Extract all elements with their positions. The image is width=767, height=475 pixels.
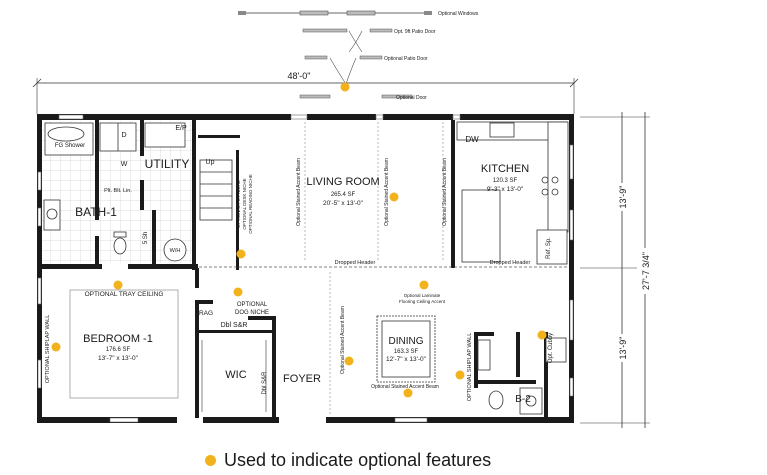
accent-beams: [304, 122, 444, 414]
fg-shower-label: FG Shower: [55, 143, 85, 149]
optional-dot: [455, 370, 465, 380]
foyer-label: FOYER: [283, 373, 321, 385]
kitchen-label: KITCHEN: [481, 163, 529, 175]
desk-niche-note: OPTIONAL DESK NICHE: [242, 178, 247, 229]
shower-fixture: [44, 122, 94, 156]
laminate-outline: [376, 315, 436, 383]
notes: OPTIONAL TRAY CEILING OPTIONAL DOG NICHE…: [45, 158, 530, 401]
beam-note-5: Optional Stained Accent Beam: [371, 384, 439, 390]
beam-note-4: Optional Stained Accent Beam: [340, 306, 346, 374]
legend-text: Used to indicate optional features: [224, 450, 492, 470]
opt-windows-label: Optional Windows: [438, 11, 479, 17]
dropped-header-1: Dropped Header: [335, 260, 376, 266]
overall-depth-label: 27'-7 3/4": [641, 252, 651, 290]
optional-dot: [403, 388, 413, 398]
optional-dot: [113, 280, 123, 290]
depth-dimensions: 13'-9" 13'-9" 27'-7 3/4": [580, 112, 653, 428]
opt-9ft-patio-door-label: Opt. 9ft Patio Door: [394, 29, 436, 35]
sink: [489, 122, 515, 138]
pet-niche-note: OPTIONAL PET NICHE: [236, 180, 241, 228]
wh-label: W/H: [170, 248, 181, 254]
fridge-space: [536, 229, 568, 265]
optional-dot: [51, 342, 61, 352]
living-room-label: LIVING ROOM: [306, 176, 379, 188]
bath1-label: BATH-1: [75, 205, 117, 219]
5sh-label: 5 Sh: [143, 232, 149, 244]
b2-shelf: [477, 339, 491, 371]
b2-toilet: [488, 390, 504, 410]
utility-label: UTILITY: [145, 157, 190, 171]
cubby: [545, 337, 567, 363]
utility-counter: [144, 122, 186, 148]
kitchen-sf: 120.3 SF: [493, 178, 518, 184]
b2-vanity: [519, 387, 543, 415]
water-heater: [163, 238, 187, 262]
beam-note-1: Optional Stained Accent Beam: [296, 158, 302, 226]
opt-cubby-label: Opt. Cubby: [548, 333, 554, 363]
beam-note-3: Optional Stained Accent Beam: [442, 158, 448, 226]
opt-door-label: Optional Door: [396, 95, 427, 101]
washer-label: W: [121, 161, 128, 168]
top-depth-label: 13'-9": [618, 186, 628, 209]
exterior-walls: [37, 114, 574, 423]
kitchen-dims: 9'-3" x 13'-0": [487, 186, 524, 193]
bedroom-sf: 176.6 SF: [106, 347, 131, 353]
laminate-note-2: Flooring Ceiling Accent: [399, 299, 446, 304]
optional-dot: [344, 356, 354, 366]
kitchen-island: [461, 189, 501, 263]
rag-label: RAG: [199, 310, 213, 317]
optional-dots: [51, 82, 547, 398]
dw-label: DW: [465, 135, 479, 144]
dropped-header-2: Dropped Header: [490, 260, 531, 266]
bedroom-dims: 13'-7" x 13'-0": [98, 355, 139, 362]
dining-sf: 163.3 SF: [394, 349, 419, 355]
options-key: Optional Windows Opt. 9ft Patio Door Opt…: [238, 10, 479, 101]
optional-dot: [537, 330, 547, 340]
stairs: [199, 159, 233, 221]
vanity: [43, 199, 61, 231]
plt-blt-lin-label: Plt. Blt. Lin.: [104, 188, 132, 194]
dining-dims: 12'-7" x 13'-0": [386, 356, 427, 363]
optional-dot-icon: [205, 455, 216, 466]
optional-dot: [389, 192, 399, 202]
optional-dot: [419, 280, 429, 290]
ep-label: E/P: [175, 125, 187, 132]
dog-niche-note-2: DOG NICHE: [235, 310, 269, 316]
optional-dot: [236, 249, 246, 259]
optional-dot: [233, 287, 243, 297]
up-label: Up: [206, 159, 215, 166]
shiplap-note-left: OPTIONAL SHIPLAP WALL: [45, 315, 51, 384]
wic-label: WIC: [225, 369, 246, 381]
dog-niche-note-1: OPTIONAL: [237, 302, 268, 308]
reading-niche-note: OPTIONAL READING NICHE: [248, 174, 253, 234]
toilet: [113, 237, 127, 255]
ref-sp-label: Ref. Sp.: [546, 237, 552, 259]
dbl-sr-top-label: Dbl S&R: [221, 322, 248, 329]
windows: [37, 114, 574, 423]
beam-note-2: Optional Stained Accent Beam: [384, 158, 390, 226]
dryer-label: D: [121, 132, 126, 139]
shiplap-note-right: OPTIONAL SHIPLAP WALL: [467, 333, 473, 402]
fixtures: [43, 121, 569, 415]
bottom-depth-label: 13'-9": [618, 337, 628, 360]
optional-dot: [340, 82, 350, 92]
bedroom-label: BEDROOM -1: [83, 333, 153, 345]
living-room-dims: 20'-5" x 13'-0": [323, 200, 364, 207]
living-room-sf: 265.4 SF: [331, 192, 356, 198]
dining-label: DINING: [389, 336, 424, 347]
dbl-sr-side-label: Dbl S&R: [262, 371, 268, 395]
b2-label: B-2: [515, 394, 531, 405]
tray-ceiling-outline: [69, 289, 179, 399]
width-label: 48'-0": [288, 71, 311, 81]
width-dimension: 48'-0": [32, 70, 579, 114]
opt-patio-door-label: Optional Patio Door: [384, 56, 428, 62]
laminate-note-1: Optional Laminate: [404, 293, 441, 298]
legend: Used to indicate optional features: [205, 450, 491, 471]
tray-ceiling-note: OPTIONAL TRAY CEILING: [85, 291, 164, 298]
interior-walls: [42, 120, 548, 418]
kitchen-counter-right: [547, 121, 569, 233]
room-labels: FG Shower E/P D W UTILITY Plt. Blt. Lin.…: [55, 125, 554, 405]
